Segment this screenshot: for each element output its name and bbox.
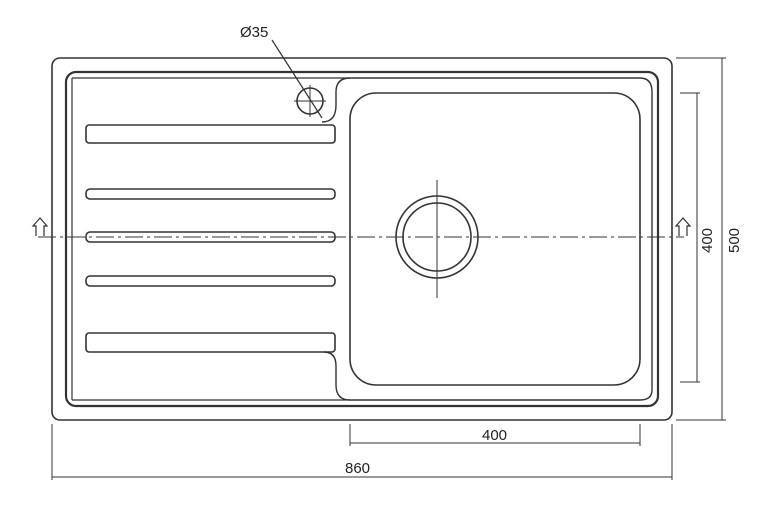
centerline-arrow-left-icon (31, 217, 49, 236)
drainer-outline (71, 77, 350, 401)
dim-bowl-height: 400 (699, 228, 716, 253)
drainer-groove (85, 275, 336, 287)
sink-outer-outline (51, 57, 673, 421)
drainer-groove (85, 231, 336, 243)
bowl-rim-outline (321, 77, 653, 401)
sink-inner-outline (64, 70, 660, 408)
sink-bowl (349, 92, 641, 386)
dim-overall-width: 860 (345, 460, 370, 477)
centerline-arrow-right-icon (674, 217, 692, 236)
drainer-grooves (85, 124, 336, 353)
drainer-groove (85, 332, 336, 353)
drainer-groove (85, 188, 336, 200)
tap-hole-label: Ø35 (240, 24, 268, 41)
dim-bowl-width: 400 (482, 427, 507, 444)
dim-overall-depth: 500 (726, 228, 743, 253)
drainer-groove (85, 124, 336, 144)
tap-hole-leader (271, 39, 323, 119)
